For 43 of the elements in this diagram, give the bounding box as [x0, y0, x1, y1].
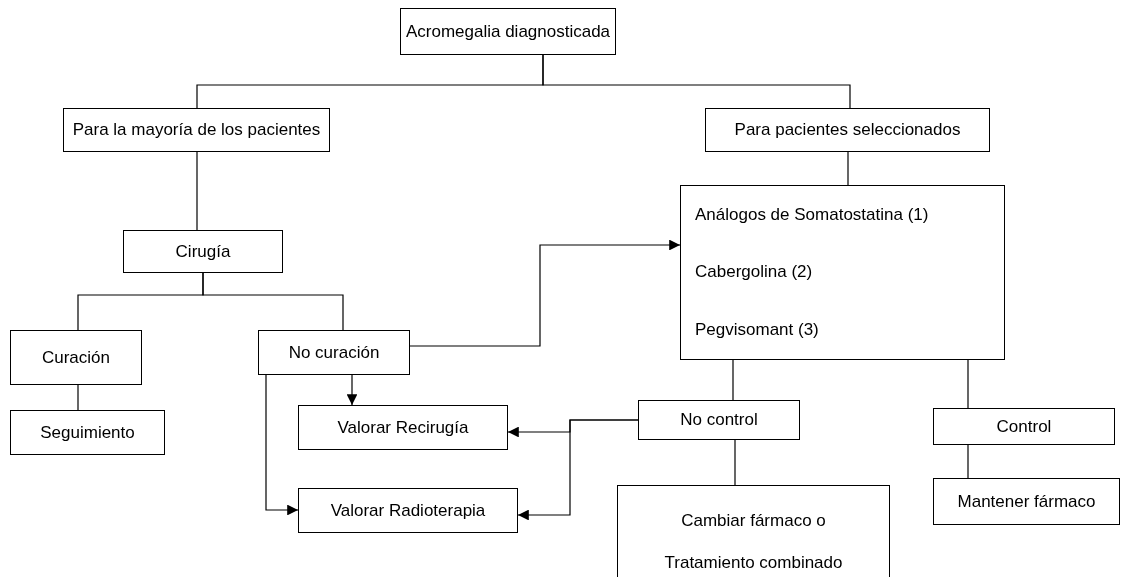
box-label: Cirugía [175, 241, 231, 262]
process-box [933, 478, 1120, 525]
process-box [400, 8, 616, 55]
process-box [705, 108, 990, 152]
process-box [10, 410, 165, 455]
box-label: Control [996, 416, 1052, 437]
box-label: Pegvisomant (3) [695, 320, 819, 341]
box-label: Análogos de Somatostatina (1) [695, 204, 929, 225]
box-label: Curación [41, 347, 110, 368]
box-label: Valorar Radioterapia [330, 500, 486, 521]
connector-line [77, 384, 79, 411]
connector-line [847, 151, 849, 186]
connector-line [196, 151, 198, 231]
process-box [298, 488, 518, 533]
process-box [617, 485, 890, 577]
process-box [298, 405, 508, 450]
connector-line [967, 359, 969, 409]
process-box [123, 230, 283, 273]
box-label: Mantener fármaco [957, 491, 1096, 512]
box-label: Para pacientes seleccionados [734, 120, 961, 140]
arrow [265, 374, 299, 516]
box-label: Cambiar fármaco o Tratamiento combinado [663, 510, 844, 574]
box-label: Valorar Recirugía [337, 417, 469, 438]
connector-line [967, 444, 969, 479]
connector-line [732, 359, 734, 401]
box-label: Cabergolina (2) [695, 262, 813, 283]
process-box [680, 185, 1005, 360]
process-box [933, 408, 1115, 445]
connector-line [734, 439, 736, 486]
box-label: Seguimiento [40, 422, 135, 443]
process-box [258, 330, 410, 375]
arrow [409, 239, 681, 347]
box-label: No control [680, 410, 758, 430]
process-box [10, 330, 142, 385]
process-box [63, 108, 330, 152]
box-label: Para la mayoría de los pacientes [72, 120, 321, 140]
connector-line [202, 272, 344, 331]
arrow [346, 374, 358, 406]
box-label: No curación [288, 342, 380, 363]
process-box [638, 400, 800, 440]
arrow [517, 419, 639, 521]
box-label: Acromegalia diagnosticada [405, 21, 611, 42]
connector-line [542, 54, 851, 109]
